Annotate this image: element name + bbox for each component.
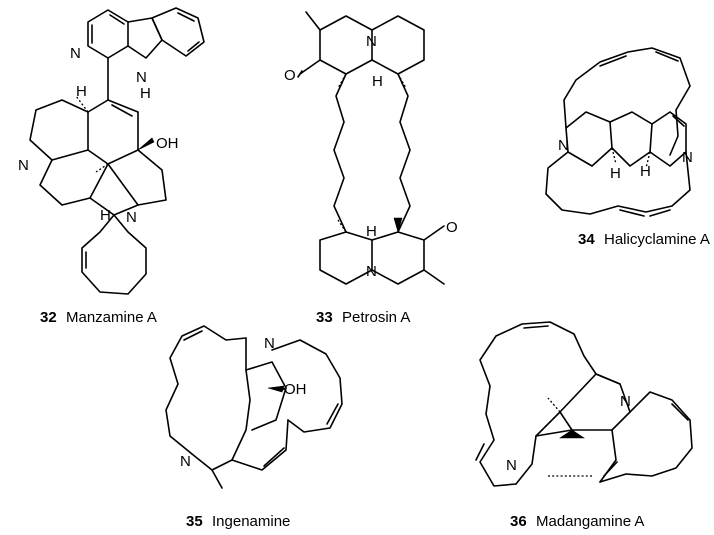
atom-n: N (366, 33, 377, 50)
atom-h: H (76, 83, 87, 100)
caption-petrosin-a: 33 Petrosin A (316, 309, 410, 326)
atom-oh: OH (156, 135, 179, 152)
svg-text:35: 35 (186, 513, 203, 530)
svg-text:33: 33 (316, 309, 333, 326)
structure-ingenamine: N OH N (165, 325, 343, 489)
atom-n: N (264, 335, 275, 352)
svg-text:Petrosin A: Petrosin A (342, 309, 410, 326)
atom-h: H (140, 85, 151, 102)
atom-n: N (136, 69, 147, 86)
atom-n: N (620, 393, 631, 410)
structure-madangamine-a: N N (475, 321, 693, 487)
svg-text:Manzamine A: Manzamine A (66, 309, 157, 326)
atom-h: H (366, 223, 377, 240)
caption-halicyclamine-a: 34 Halicyclamine A (578, 231, 710, 248)
caption-madangamine-a: 36 Madangamine A (510, 513, 644, 530)
atom-o: O (284, 67, 296, 84)
atom-oh: OH (284, 381, 307, 398)
atom-n: N (682, 149, 693, 166)
atom-n: N (506, 457, 517, 474)
atom-h: H (372, 73, 383, 90)
atom-h: H (640, 163, 651, 180)
svg-text:Madangamine A: Madangamine A (536, 513, 644, 530)
svg-text:36: 36 (510, 513, 527, 530)
svg-text:34: 34 (578, 231, 595, 248)
atom-n: N (126, 209, 137, 226)
structure-petrosin-a: N H O H N O (284, 11, 458, 285)
svg-text:Halicyclamine A: Halicyclamine A (604, 231, 710, 248)
atom-n: N (18, 157, 29, 174)
atom-n: N (180, 453, 191, 470)
atom-h: H (610, 165, 621, 182)
atom-o: O (446, 219, 458, 236)
caption-manzamine-a: 32 Manzamine A (40, 309, 157, 326)
svg-text:Ingenamine: Ingenamine (212, 513, 290, 530)
svg-text:32: 32 (40, 309, 57, 326)
structure-manzamine-a: N N H H N OH H N (18, 7, 205, 295)
caption-ingenamine: 35 Ingenamine (186, 513, 290, 530)
atom-n: N (558, 137, 569, 154)
atom-n: N (366, 263, 377, 280)
atom-h: H (100, 207, 111, 224)
structure-halicyclamine-a: N H H N (545, 47, 693, 217)
atom-n: N (70, 45, 81, 62)
